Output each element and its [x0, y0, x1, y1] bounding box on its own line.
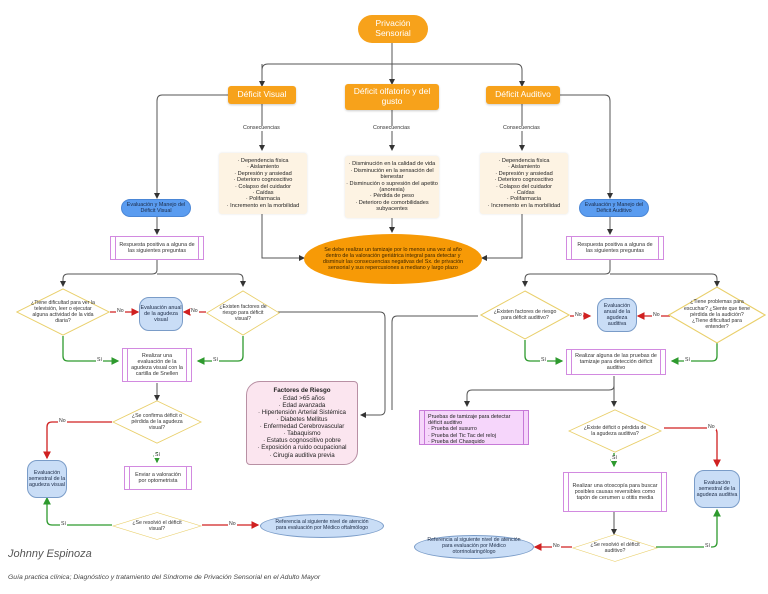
visual-manage-node: Evaluación y Manejo del Déficit Visual — [121, 199, 191, 217]
visual-q-difficulty: ¿Tiene dificultad para ver la televisión… — [16, 288, 110, 336]
visual-referral-node: Referencia al siguiente nivel de atenció… — [260, 514, 384, 538]
auditory-tests-node: Pruebas de tamizaje para detectar défici… — [419, 410, 529, 445]
auditory-positive-node: Respuesta positiva a alguna de las sigui… — [566, 236, 664, 260]
branch-auditivo-label: Déficit Auditivo — [495, 89, 551, 100]
edge-label-no: No — [652, 312, 661, 319]
consequences-label-olfatorio: Consecuencias — [373, 125, 410, 132]
auditory-q-problems-text: ¿Tiene problemas para escuchar? ¿Siente … — [683, 299, 751, 331]
edge-label-no: No — [58, 418, 67, 425]
consequences-label-auditivo: Consecuencias — [503, 125, 540, 132]
edge-label-no: No — [574, 312, 583, 319]
visual-snellen-node: Realizar una evaluación de la agudeza vi… — [122, 348, 192, 382]
auditory-q-exists: ¿Existe déficit o pérdida de la agudeza … — [568, 409, 662, 453]
consequences-visual: · Dependencia física · Aislamiento · Dep… — [219, 153, 307, 214]
consequences-label-visual: Consecuencias — [243, 125, 280, 132]
auditory-q-problems: ¿Tiene problemas para escuchar? ¿Siente … — [668, 286, 766, 344]
branch-auditivo: Déficit Auditivo — [486, 86, 560, 104]
edge-label-yes: Sí — [96, 357, 103, 364]
edge-label-yes: Sí — [704, 543, 711, 550]
branch-olfatorio-label: Déficit olfatorio y del gusto — [353, 86, 431, 106]
edge-label-yes: Sí — [212, 357, 219, 364]
consequences-auditivo: · Dependencia física · Aislamiento · Dep… — [480, 153, 568, 214]
visual-annual-node: Evaluación anual de la agudeza visual — [139, 297, 183, 331]
visual-q-difficulty-text: ¿Tiene dificultad para ver la televisión… — [31, 299, 95, 325]
edge-label-no: No — [228, 521, 237, 528]
title-text: Privación Sensorial — [375, 18, 411, 38]
auditory-biannual-node: Evaluación semestral de la agudeza audit… — [694, 470, 740, 508]
visual-optometrist-node: Enviar a valoración por optometrista — [124, 466, 192, 490]
auditory-screening-node: Realizar alguna de las pruebas de tamiza… — [566, 349, 666, 375]
edge-label-no: No — [552, 543, 561, 550]
guide-citation: Guía practica clínica; Diagnóstico y tra… — [8, 574, 321, 581]
title-node: Privación Sensorial — [358, 15, 428, 43]
screening-note: Se debe realizar un tamizaje por lo meno… — [304, 234, 482, 284]
edge-label-yes: Sí — [611, 455, 618, 462]
risk-factors-list: · Edad >65 años · Edad avanzada · Hipert… — [257, 394, 347, 459]
visual-biannual-node: Evaluación semestral de la agudeza visua… — [27, 460, 67, 498]
consequences-olfatorio: · Disminución en la calidad de vida · Di… — [345, 156, 439, 218]
branch-olfatorio: Déficit olfatorio y del gusto — [345, 84, 439, 110]
visual-q-risk: ¿Existen factores de riesgo para déficit… — [206, 290, 280, 336]
edge-label-no: No — [190, 308, 199, 315]
auditory-q-resolved: ¿Se resolvió el déficit auditivo? — [572, 534, 658, 562]
visual-q-confirm-text: ¿Se confirma déficit o pérdida de la agu… — [131, 412, 183, 432]
edge-label-yes: Sí — [540, 357, 547, 364]
auditory-q-resolved-text: ¿Se resolvió el déficit auditivo? — [590, 541, 640, 554]
auditory-annual-node: Evaluación anual de la agudeza auditiva — [597, 298, 637, 332]
visual-q-confirm: ¿Se confirma déficit o pérdida de la agu… — [112, 400, 202, 444]
visual-q-risk-text: ¿Existen factores de riesgo para déficit… — [219, 303, 267, 323]
edge-label-yes: Sí — [684, 357, 691, 364]
visual-positive-node: Respuesta positiva a alguna de las sigui… — [110, 236, 204, 260]
risk-factors-node: Factores de Riesgo · Edad >65 años · Eda… — [246, 381, 358, 465]
visual-q-resolved: ¿Se resolvió el déficit visual? — [112, 512, 202, 540]
branch-visual-label: Déficit Visual — [237, 89, 287, 100]
edge-label-no: No — [707, 424, 716, 431]
risk-factors-title: Factores de Riesgo — [273, 387, 331, 395]
edge-label-yes: Sí — [154, 452, 161, 459]
branch-visual: Déficit Visual — [228, 86, 296, 104]
auditory-otoscopy-node: Realizar una otoscopía para buscar posib… — [563, 472, 667, 512]
auditory-q-exists-text: ¿Existe déficit o pérdida de la agudeza … — [583, 424, 647, 437]
edge-label-yes: Sí — [60, 521, 67, 528]
auditory-referral-node: Referencia al siguiente nivel de atenció… — [414, 535, 534, 559]
visual-q-resolved-text: ¿Se resolvió el déficit visual? — [132, 519, 182, 532]
auditory-manage-node: Evaluación y Manejo del Déficit Auditivo — [579, 199, 649, 217]
edge-label-no: No — [116, 308, 125, 315]
auditory-q-risk: ¿Existen factores de riesgo para déficit… — [480, 290, 570, 340]
author-name: Johnny Espinoza — [8, 548, 92, 560]
auditory-q-risk-text: ¿Existen factores de riesgo para déficit… — [493, 308, 557, 321]
